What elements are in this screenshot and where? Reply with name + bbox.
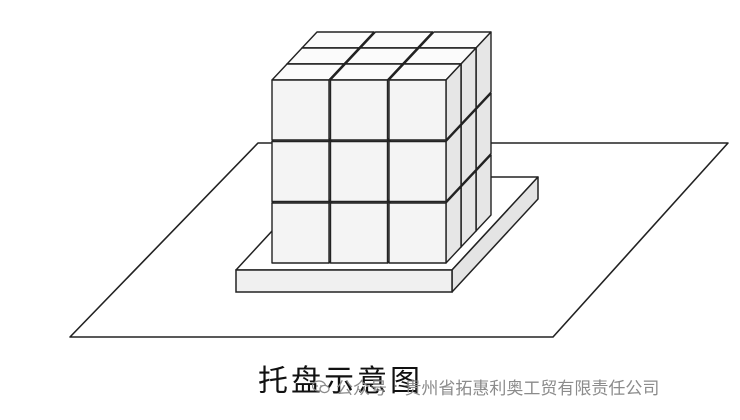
cube-front-face xyxy=(271,79,330,141)
watermark-platform: 公众号 xyxy=(336,379,387,399)
cube-front-face xyxy=(271,140,330,203)
watermark-company: 贵州省拓惠利奥工贸有限责任公司 xyxy=(404,379,660,399)
cube xyxy=(388,63,462,141)
wechat-chat-icon xyxy=(312,379,330,393)
watermark: 公众号 · 贵州省拓惠利奥工贸有限责任公司 xyxy=(312,374,659,399)
cube-front-face xyxy=(388,140,447,203)
cube-front-face xyxy=(329,79,389,141)
cube-front-face xyxy=(388,79,447,141)
pallet-front-face xyxy=(235,269,453,293)
cube-front-face xyxy=(329,140,389,203)
watermark-separator: · xyxy=(393,376,399,397)
diagram-caption: 托盘示意图 xyxy=(258,364,423,399)
cube-front-face xyxy=(271,202,330,264)
cube-front-face xyxy=(329,202,389,264)
cube-stack xyxy=(271,31,492,264)
cube-front-face xyxy=(388,202,447,264)
